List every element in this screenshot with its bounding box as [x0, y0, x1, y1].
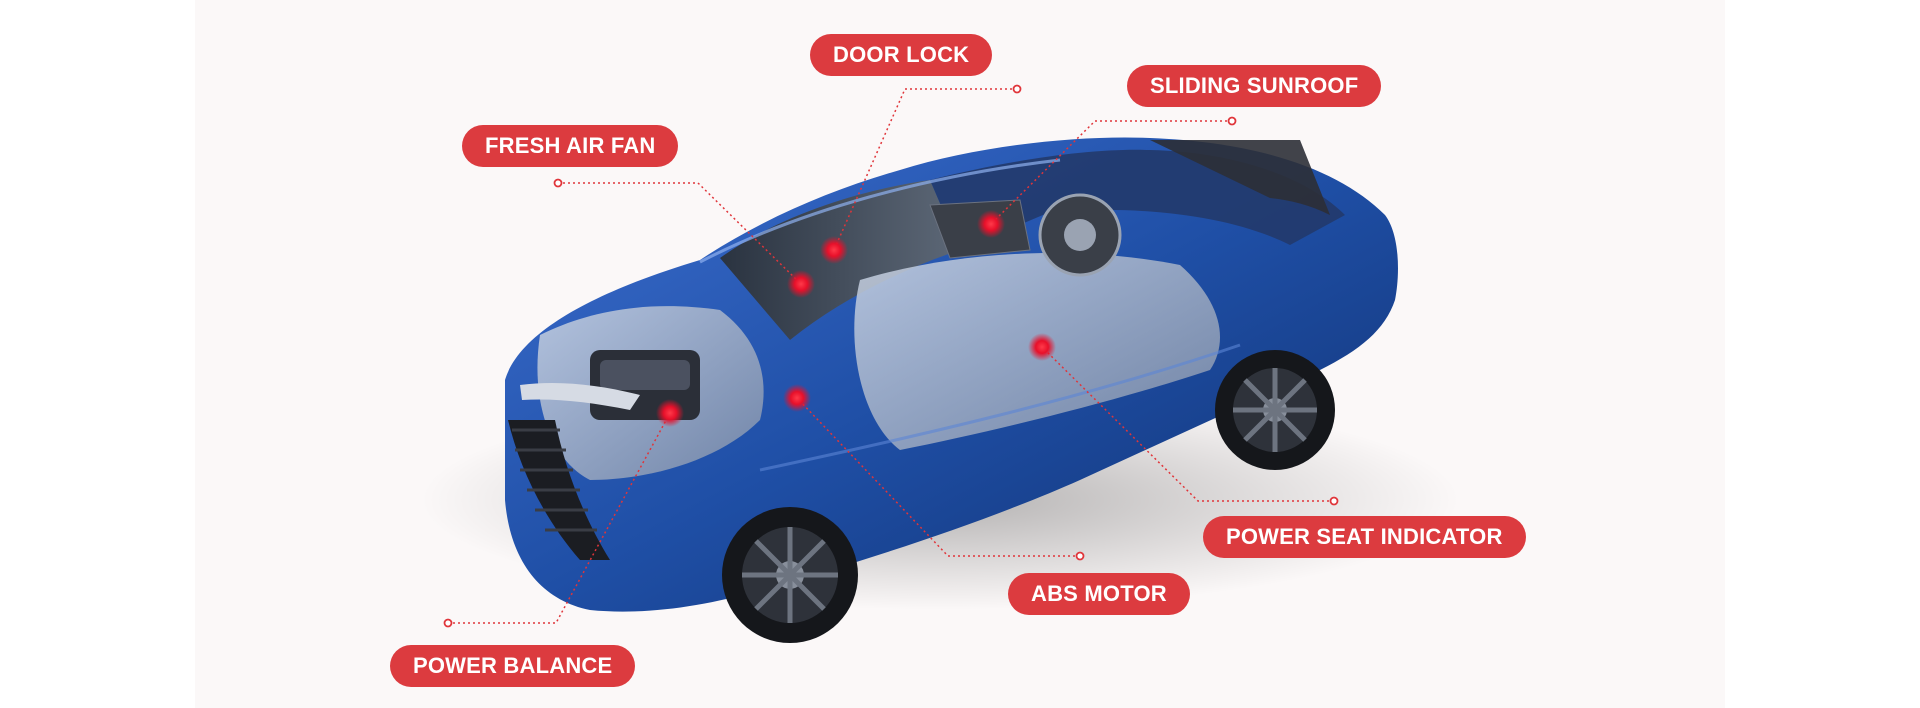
label-fresh-air-fan: FRESH AIR FAN [462, 125, 679, 167]
hotspot-abs-motor [783, 384, 811, 412]
label-door-lock: DOOR LOCK [810, 34, 993, 76]
hotspot-sliding-sunroof [977, 210, 1005, 238]
hotspot-door-lock [820, 236, 848, 264]
leader-line-power-balance [448, 412, 671, 624]
leader-line-abs-motor [796, 397, 1080, 557]
endpoint-door-lock [1012, 84, 1022, 94]
endpoint-power-seat-indicator [1329, 496, 1339, 506]
label-sliding-sunroof: SLIDING SUNROOF [1127, 65, 1382, 107]
leader-line-sliding-sunroof [990, 120, 1232, 225]
leader-line-door-lock [833, 88, 1017, 251]
leader-lines [448, 88, 1334, 624]
endpoint-power-balance [443, 618, 453, 628]
leader-line-fresh-air-fan [558, 182, 802, 285]
hotspot-power-seat-indicator [1028, 333, 1056, 361]
hotspot-fresh-air-fan [787, 270, 815, 298]
label-power-balance: POWER BALANCE [390, 645, 636, 687]
label-abs-motor: ABS MOTOR [1008, 573, 1190, 615]
car-body [505, 137, 1398, 612]
leader-line-power-seat-indicator [1041, 346, 1334, 502]
endpoint-abs-motor [1075, 551, 1085, 561]
rear-wheel [1215, 350, 1335, 470]
endpoint-fresh-air-fan [553, 178, 563, 188]
endpoint-sliding-sunroof [1227, 116, 1237, 126]
label-power-seat-indicator: POWER SEAT INDICATOR [1203, 516, 1526, 558]
front-wheel [722, 507, 858, 643]
hotspots [656, 210, 1056, 427]
hotspot-power-balance [656, 399, 684, 427]
leader-endpoints [443, 84, 1339, 628]
